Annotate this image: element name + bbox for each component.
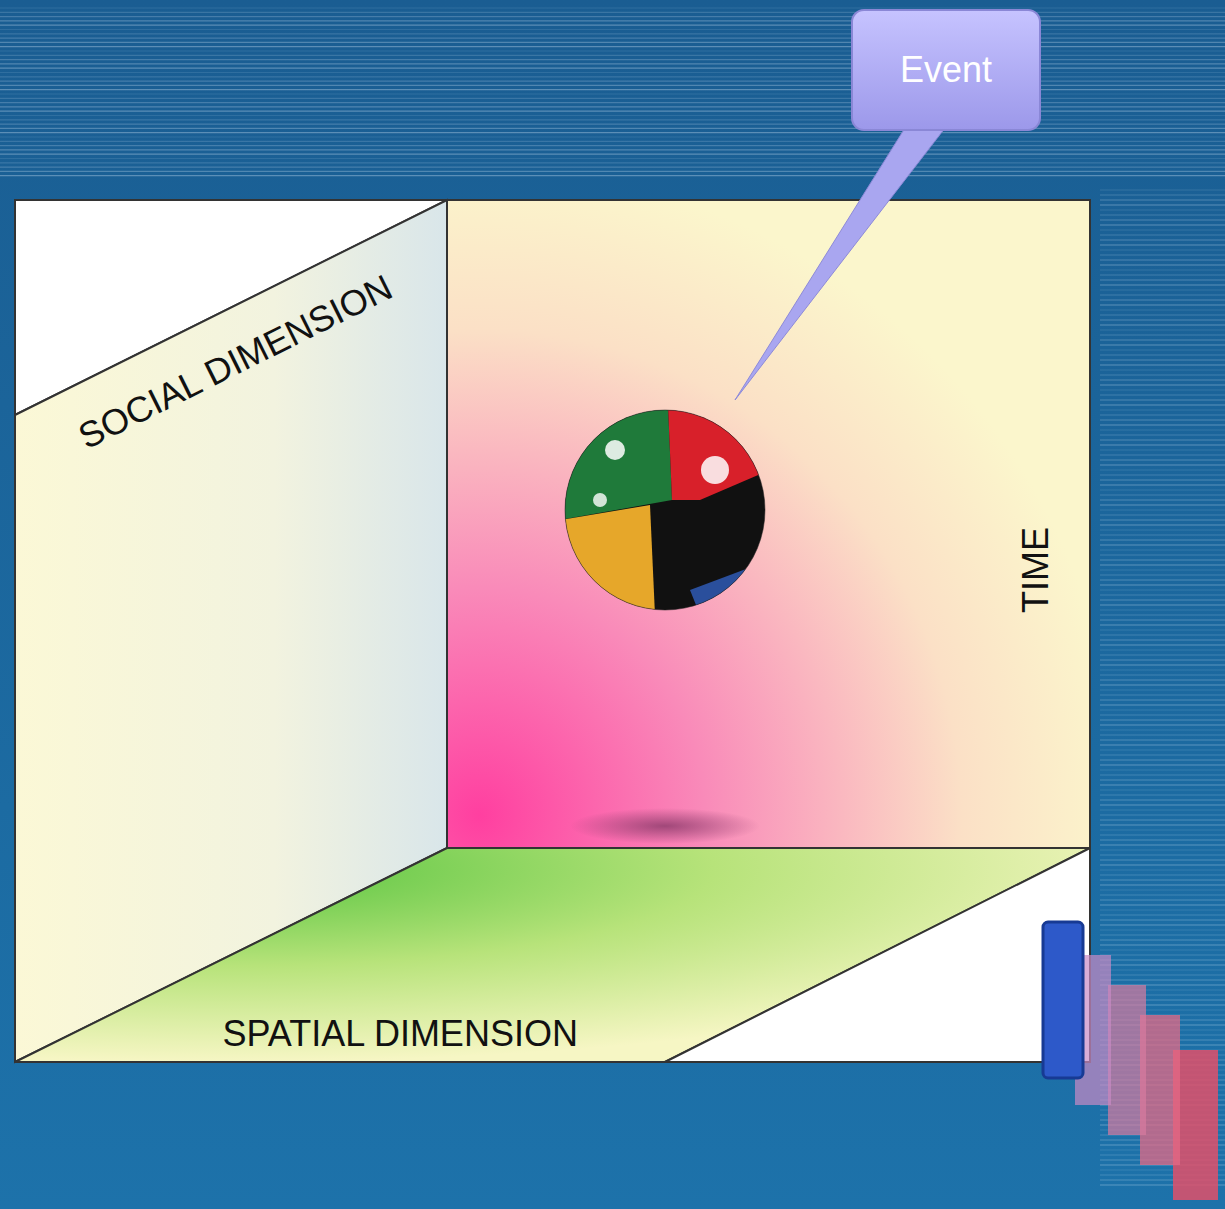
axis-label: TIME (1018, 527, 1054, 613)
corner-triangle (665, 848, 1090, 1062)
callout-box (852, 10, 1040, 130)
streak-lines (0, 8, 1225, 1185)
floor (15, 848, 1090, 1062)
callout-box: Event (852, 10, 1040, 130)
back-wall (447, 200, 1090, 848)
callout-text: Event (900, 49, 992, 91)
callout-pointer (735, 128, 945, 400)
event-sphere (560, 405, 770, 615)
ball-shadow (570, 808, 760, 844)
decorative-bars (1043, 922, 1218, 1200)
axis-label: SPATIAL DIMENSION (223, 1016, 578, 1052)
